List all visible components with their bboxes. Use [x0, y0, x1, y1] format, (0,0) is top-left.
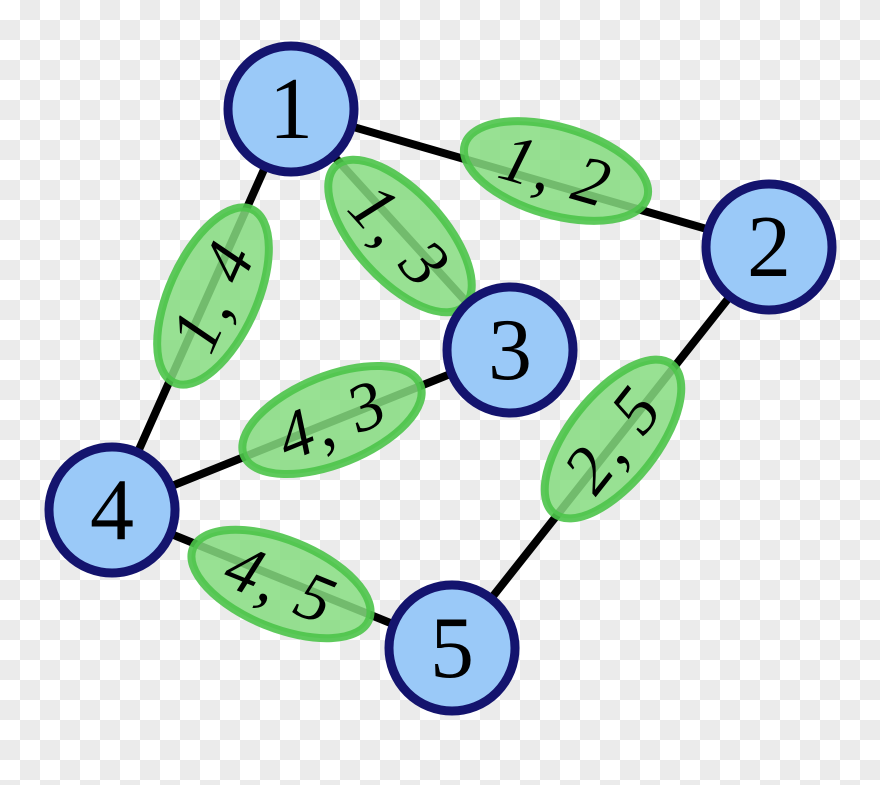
- node-5: 5: [384, 580, 520, 716]
- edge-label-1-4: 1, 4: [153, 203, 273, 389]
- node-2: 2: [701, 179, 837, 315]
- nodes: 1 2 3 4 5: [44, 41, 837, 716]
- node-3: 3: [442, 282, 578, 418]
- node-3-circle: [442, 282, 578, 418]
- edge-label-4-5: 4, 5: [187, 525, 375, 643]
- edge-label-1-2-text: 1, 2: [491, 118, 621, 222]
- edge-label-4-3-ellipse: [238, 361, 426, 479]
- node-1-circle: [223, 41, 359, 177]
- node-4-circle: [44, 442, 180, 578]
- node-3-label: 3: [488, 302, 532, 399]
- node-5-circle: [384, 580, 520, 716]
- edge-label-1-2: 1, 2: [459, 117, 653, 225]
- edge-label-1-2-ellipse: [459, 117, 653, 225]
- edge-label-4-3: 4, 3: [238, 361, 426, 479]
- node-4-label: 4: [90, 462, 134, 559]
- node-2-circle: [701, 179, 837, 315]
- node-5-label: 5: [430, 600, 474, 697]
- edge-labels: 1, 2 1, 3 1, 4 4, 3 4, 5 2, 5: [153, 117, 686, 643]
- node-2-label: 2: [747, 199, 791, 296]
- edge-label-2-5-ellipse: [540, 355, 686, 523]
- node-1-label: 1: [269, 61, 313, 158]
- edge-label-4-5-ellipse: [187, 525, 375, 643]
- node-1: 1: [223, 41, 359, 177]
- edge-label-1-4-ellipse: [153, 203, 273, 389]
- node-4: 4: [44, 442, 180, 578]
